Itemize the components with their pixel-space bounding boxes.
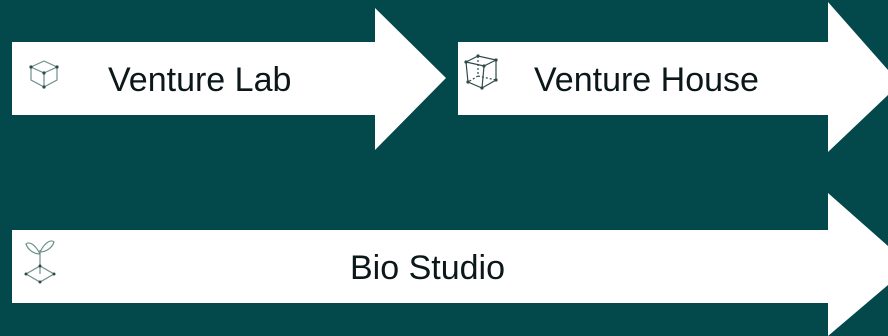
arrow-venture-house: Venture House — [450, 0, 888, 160]
cube-icon — [464, 54, 498, 90]
sprout-icon — [24, 240, 56, 284]
arrow-label: Venture House — [534, 61, 759, 99]
arrow-shape — [12, 193, 888, 336]
arrow-shape — [458, 2, 888, 152]
arrow-shape — [12, 8, 446, 150]
arrow-label: Bio Studio — [350, 249, 505, 287]
open-cube-icon — [29, 60, 59, 89]
arrow-label: Venture Lab — [108, 61, 292, 99]
arrow-venture-lab: Venture Lab — [0, 0, 460, 160]
arrow-bio-studio: Bio Studio — [0, 188, 888, 336]
